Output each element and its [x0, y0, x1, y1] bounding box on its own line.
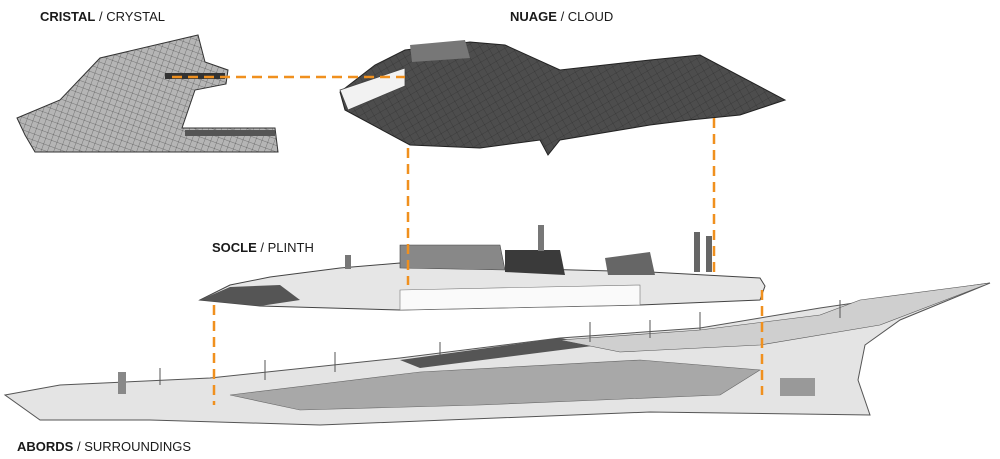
label-plinth-fr: SOCLE [212, 240, 257, 255]
label-crystal: CRISTAL / CRYSTAL [40, 9, 165, 24]
label-sep: / [95, 9, 107, 24]
label-cloud-en: CLOUD [567, 9, 614, 24]
connector-lines [172, 75, 764, 405]
cloud-model [339, 40, 787, 156]
label-plinth: SOCLE / PLINTH [212, 240, 314, 255]
surroundings-model [3, 282, 991, 426]
label-plinth-en: PLINTH [267, 240, 314, 255]
label-surroundings-en: SURROUNDINGS [84, 439, 192, 454]
label-sep: / [73, 439, 85, 454]
label-cloud-fr: NUAGE [510, 9, 557, 24]
crystal-model [16, 34, 279, 153]
label-crystal-en: CRYSTAL [106, 9, 165, 24]
label-cloud: NUAGE / CLOUD [510, 9, 613, 24]
label-crystal-fr: CRISTAL [40, 9, 96, 24]
label-sep: / [556, 9, 568, 24]
label-sep: / [256, 240, 268, 255]
label-surroundings: ABORDS / SURROUNDINGS [17, 439, 191, 454]
label-surroundings-fr: ABORDS [17, 439, 74, 454]
plinth-model [198, 225, 766, 311]
